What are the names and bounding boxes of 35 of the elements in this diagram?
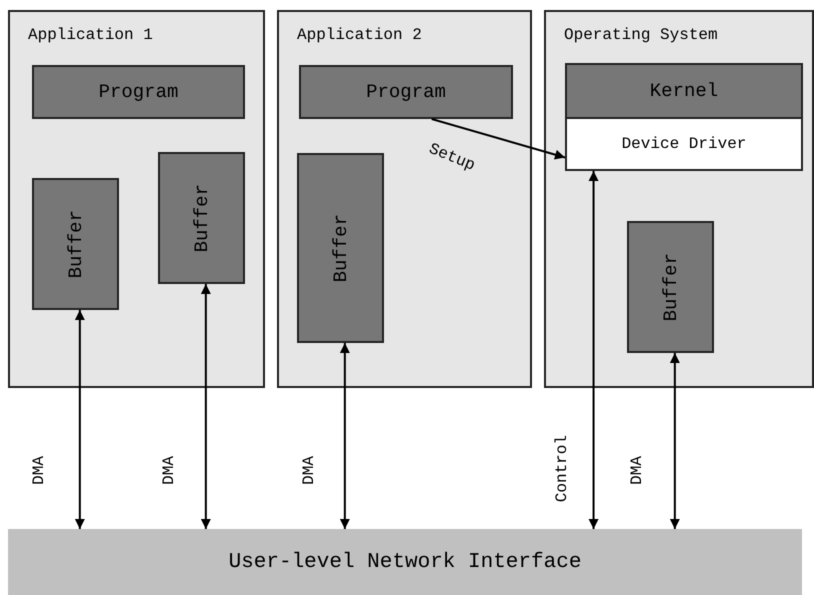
- box-label: Buffer: [660, 252, 682, 322]
- edge-label: DMA: [160, 456, 178, 484]
- component-box: [32, 65, 245, 119]
- arrow: [74, 310, 85, 529]
- panel-heading: Application 2: [297, 26, 422, 44]
- arrow: [670, 353, 680, 529]
- arrow: [431, 118, 566, 160]
- arrow: [200, 284, 211, 529]
- component-box: [297, 153, 384, 343]
- component-box: [627, 221, 714, 353]
- container-panel: [277, 10, 532, 388]
- box-label: Buffer: [64, 210, 86, 278]
- arrow: [340, 343, 350, 529]
- component-box: [565, 63, 803, 119]
- edge-label: DMA: [300, 456, 318, 484]
- edge-label: DMA: [30, 456, 48, 484]
- box-label: Program: [366, 81, 446, 103]
- component-box: [32, 178, 119, 310]
- edge-label: DMA: [628, 456, 646, 484]
- box-label: User-level Network Interface: [228, 550, 582, 574]
- box-label: Buffer: [330, 214, 352, 282]
- arrow: [588, 171, 599, 529]
- edge-label: Control: [553, 434, 571, 502]
- box-label: Buffer: [190, 184, 212, 252]
- interface-bar: [8, 529, 802, 595]
- box-label: Device Driver: [622, 135, 746, 153]
- container-panel: [544, 10, 814, 388]
- component-box: [299, 65, 513, 119]
- component-box: [565, 117, 803, 171]
- panel-heading: Application 1: [28, 26, 153, 44]
- box-label: Kernel: [650, 80, 718, 102]
- container-panel: [8, 10, 265, 388]
- box-label: Program: [98, 81, 178, 103]
- panel-heading: Operating System: [564, 26, 718, 44]
- component-box: [158, 152, 245, 284]
